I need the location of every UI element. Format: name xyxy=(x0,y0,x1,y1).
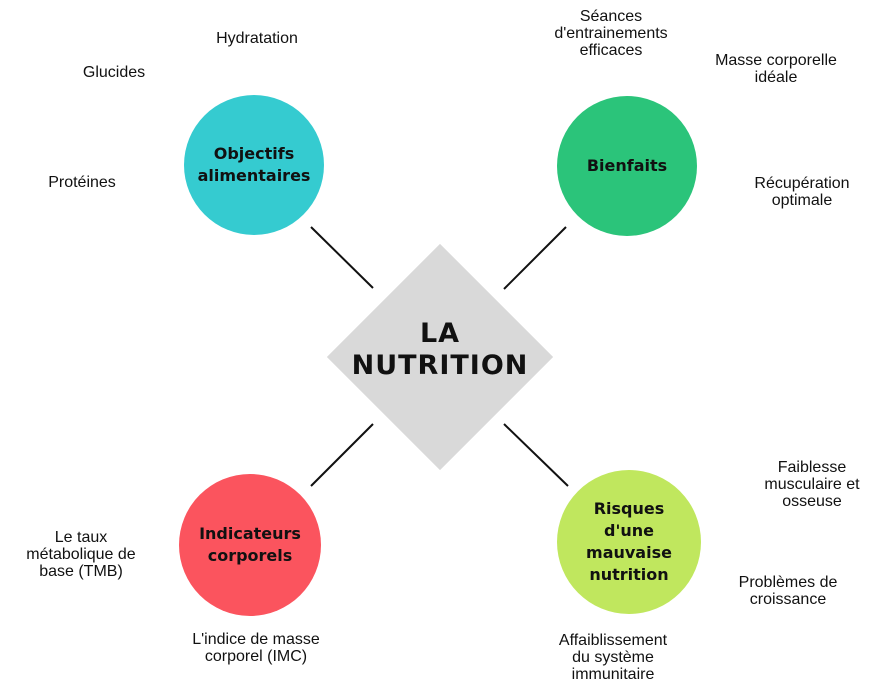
center-title-line: LA xyxy=(419,318,461,349)
label-problemes-croissance: Problèmes de croissance xyxy=(738,574,838,608)
label-recuperation: Récupération optimale xyxy=(754,175,850,209)
node-title-line: alimentaires xyxy=(197,166,311,185)
node-indicateurs-corporels: Indicateurs corporels xyxy=(179,474,321,616)
label-glucides: Glucides xyxy=(82,64,146,81)
node-title-line: Risques xyxy=(593,499,665,518)
connector-risques xyxy=(503,423,569,487)
label-seances-entrainements: Séances d'entrainements efficaces xyxy=(554,8,668,59)
label-affaiblissement: Affaiblissement du système immunitaire xyxy=(558,632,668,683)
label-proteines: Protéines xyxy=(48,174,116,191)
node-title-line: nutrition xyxy=(589,565,669,584)
node-title-line: mauvaise xyxy=(586,543,672,562)
node-bienfaits: Bienfaits xyxy=(557,96,697,236)
node-risques-mauvaise-nutrition: Risques d'une mauvaise nutrition xyxy=(557,470,701,614)
connector-objectifs xyxy=(310,226,374,289)
center-title-line: NUTRITION xyxy=(351,350,529,381)
label-imc: L'indice de masse corporel (IMC) xyxy=(192,631,320,665)
label-hydratation: Hydratation xyxy=(216,30,298,47)
label-faiblesse: Faiblesse musculaire et osseuse xyxy=(764,459,860,510)
label-tmb: Le taux métabolique de base (TMB) xyxy=(26,529,136,580)
node-objectifs-alimentaires: Objectifs alimentaires xyxy=(184,95,324,235)
label-masse-corporelle: Masse corporelle idéale xyxy=(715,52,837,86)
connector-indicateurs xyxy=(310,423,374,487)
center-title: LA NUTRITION xyxy=(340,318,540,382)
node-title-line: d'une xyxy=(604,521,654,540)
node-title-line: Bienfaits xyxy=(586,156,668,175)
node-title-line: corporels xyxy=(207,546,293,565)
node-title-line: Objectifs xyxy=(213,144,295,163)
node-title-line: Indicateurs xyxy=(199,524,301,543)
connector-bienfaits xyxy=(503,226,567,290)
